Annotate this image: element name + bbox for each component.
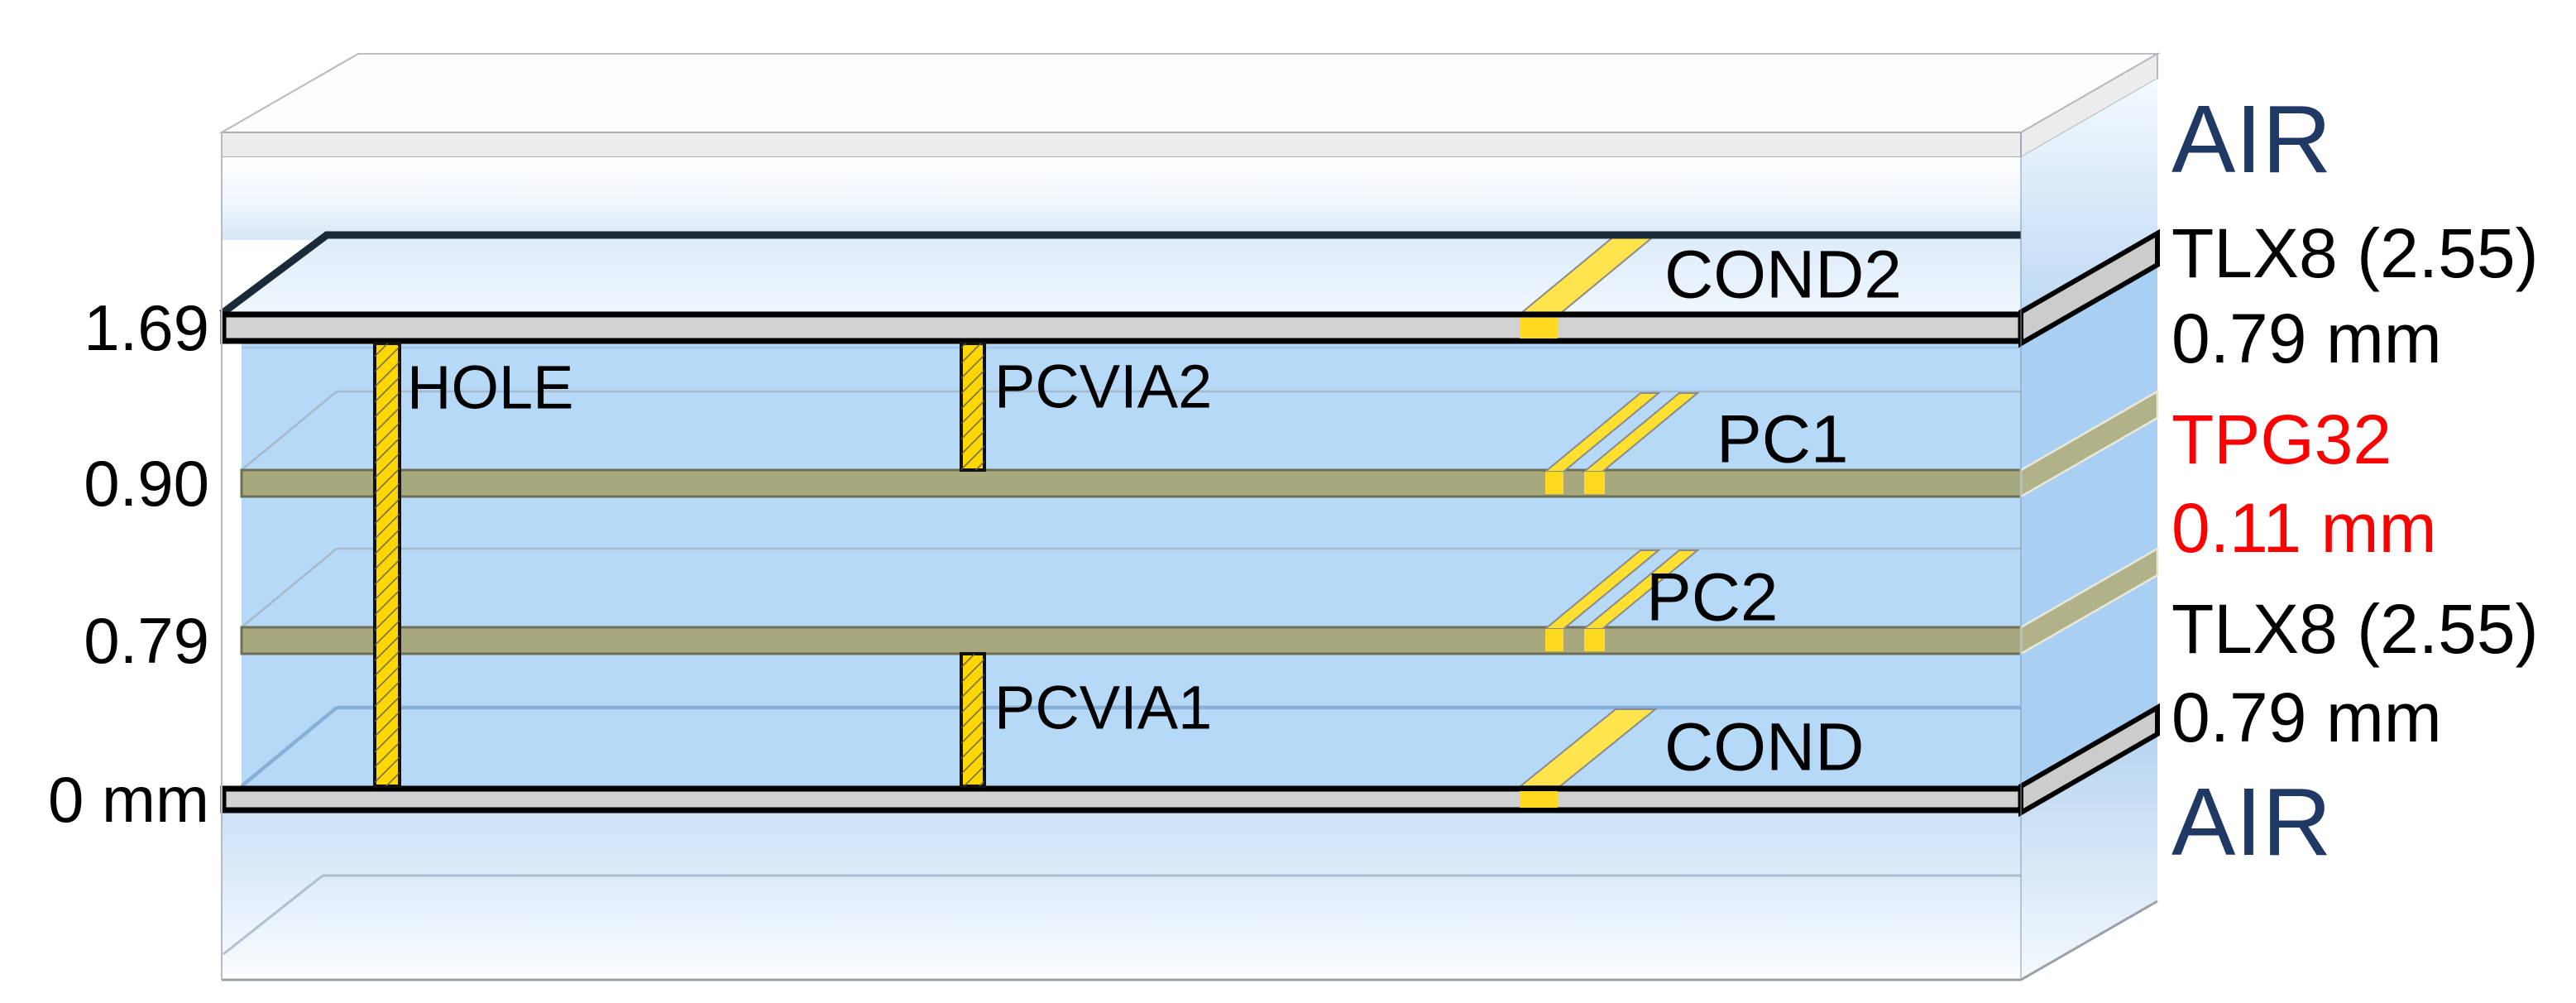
tlx8-top-front-face bbox=[242, 343, 2021, 470]
tick-0-90: 0.90 bbox=[84, 447, 209, 520]
via-pcvia1 bbox=[960, 652, 986, 788]
label-pc2: PC2 bbox=[1646, 560, 1779, 636]
right-material-labels: AIR TLX8 (2.55) 0.79 mm TPG32 0.11 mm TL… bbox=[2171, 85, 2539, 876]
air-bottom-right-edge bbox=[2020, 900, 2158, 981]
label-tlx8-top-thickness: 0.79 mm bbox=[2171, 300, 2442, 377]
conductor-labels: COND2 PC1 PC2 COND bbox=[1646, 238, 1902, 785]
khaki1-left-back-diagonal bbox=[241, 391, 338, 471]
air-bottom-front-face bbox=[222, 813, 2021, 980]
top-plane-front-face bbox=[220, 311, 2024, 344]
substrate-stack-right bbox=[2019, 265, 2159, 786]
pc1-pad-left bbox=[1545, 472, 1563, 494]
cond-trace-front-pad bbox=[1520, 791, 1558, 808]
label-tpg32-thickness: 0.11 mm bbox=[2171, 489, 2437, 567]
label-air-bottom: AIR bbox=[2171, 768, 2331, 876]
tick-1-69: 1.69 bbox=[84, 291, 209, 364]
khaki-layer-lower bbox=[240, 626, 2023, 655]
bottom-plane-front-face bbox=[220, 785, 2024, 813]
edge-lines bbox=[221, 53, 2022, 980]
pc1-traces bbox=[1543, 392, 1700, 494]
tick-0-79: 0.79 bbox=[84, 604, 209, 677]
label-pcvia1: PCVIA1 bbox=[994, 674, 1212, 742]
top-plane-cond2 bbox=[219, 228, 2160, 348]
pc2-traces bbox=[1543, 549, 1700, 651]
via-pcvia2 bbox=[960, 342, 986, 472]
air-bottom-left-back-diagonal bbox=[223, 874, 323, 956]
via-labels: HOLE PCVIA2 PCVIA1 bbox=[407, 353, 1212, 742]
bottom-plane-cond bbox=[220, 703, 2160, 818]
pc2-pad-right bbox=[1584, 629, 1605, 651]
plane0-left-back-diagonal bbox=[240, 706, 338, 788]
label-tlx8-bottom: TLX8 (2.55) bbox=[2171, 590, 2539, 668]
tick-0-mm: 0 mm bbox=[48, 763, 209, 836]
top-plane-back-edge bbox=[219, 231, 2021, 317]
air-top-front-face bbox=[222, 157, 2021, 240]
cond2-trace-front-pad bbox=[1520, 318, 1558, 338]
tpg32-front-face bbox=[242, 497, 2021, 627]
air-top-left-back-edge bbox=[221, 53, 359, 133]
label-air-top: AIR bbox=[2171, 85, 2331, 193]
label-tlx8-bottom-thickness: 0.79 mm bbox=[2171, 679, 2442, 756]
label-cond: COND bbox=[1664, 710, 1864, 785]
label-pc1: PC1 bbox=[1717, 402, 1849, 478]
pc1-pad-right bbox=[1584, 472, 1605, 494]
tlx8-bottom-front-face bbox=[242, 654, 2021, 786]
tlx8-bottom-right-face bbox=[2021, 575, 2157, 786]
khaki2-left-back-diagonal bbox=[241, 548, 338, 628]
air-top-right-face bbox=[2021, 79, 2157, 312]
substrate-stack-front bbox=[240, 343, 2021, 788]
air-top-face bbox=[218, 53, 2161, 133]
tlx8-top-right-face bbox=[2021, 265, 2157, 470]
label-pcvia2: PCVIA2 bbox=[994, 353, 1212, 421]
label-tlx8-top: TLX8 (2.55) bbox=[2171, 214, 2539, 292]
label-cond2: COND2 bbox=[1664, 238, 1902, 313]
tpg32-right-face bbox=[2021, 418, 2157, 627]
via-hole bbox=[373, 342, 401, 788]
air-top-band-front bbox=[221, 132, 2022, 158]
air-box-top bbox=[218, 52, 2161, 312]
label-hole: HOLE bbox=[407, 353, 574, 422]
left-axis-ticks: 1.69 0.90 0.79 0 mm bbox=[48, 291, 209, 836]
label-tpg32: TPG32 bbox=[2171, 401, 2392, 478]
pc2-pad-left bbox=[1545, 629, 1563, 651]
